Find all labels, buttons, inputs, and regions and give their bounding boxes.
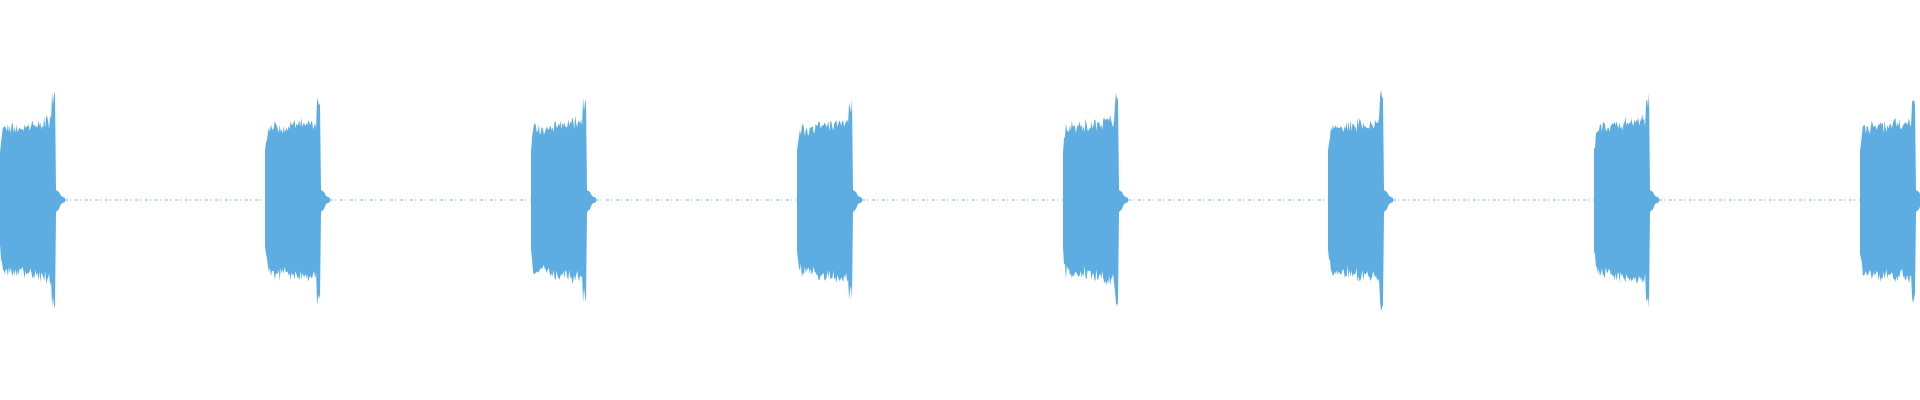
waveform-burst-7 xyxy=(1594,92,1659,309)
waveform-burst-6 xyxy=(1328,89,1393,312)
waveform-burst-5 xyxy=(1063,92,1128,306)
waveform-burst-3 xyxy=(531,97,596,303)
waveform-burst-2 xyxy=(265,97,330,305)
waveform-burst-4 xyxy=(797,98,862,301)
waveform-burst-8 xyxy=(1860,100,1920,304)
waveform-burst-1 xyxy=(0,92,65,309)
